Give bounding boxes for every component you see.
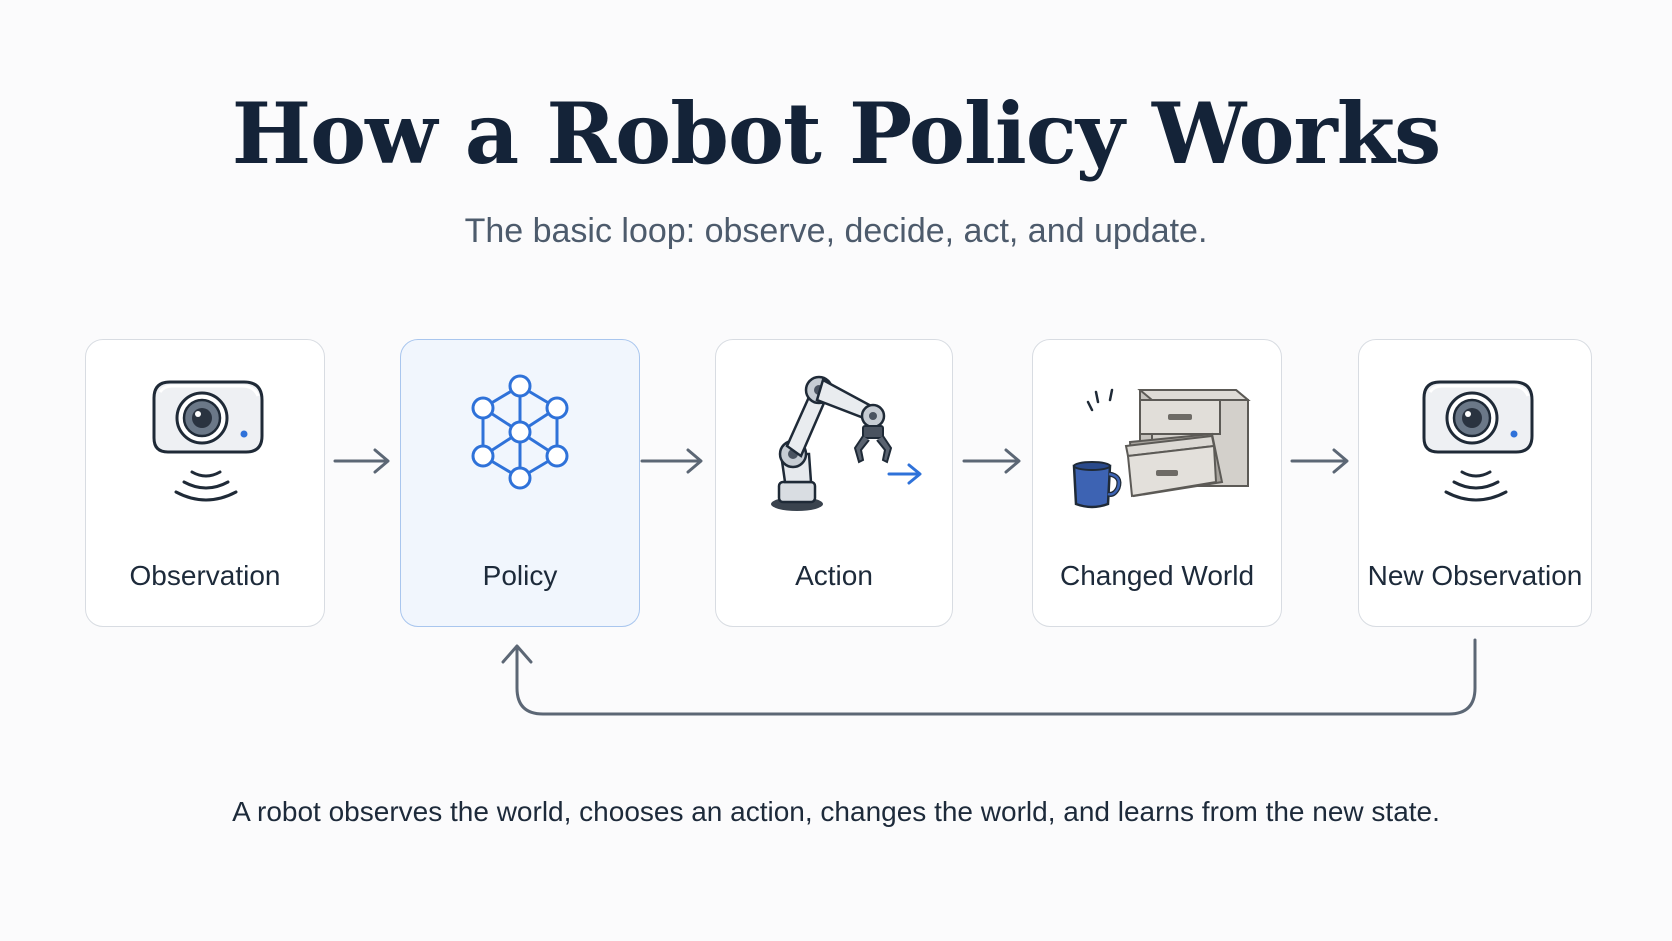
step-label-new-observation: New Observation [1367,560,1583,591]
drawer-and-mug-icon [1072,388,1251,509]
arrow-right-icon [962,448,1021,474]
step-changed-world-card: Changed World [1032,339,1282,627]
camera-icon [1422,380,1534,502]
arrow-right-icon [333,448,390,474]
diagram-title: How a Robot Policy Works [231,84,1441,183]
arrow-right-icon [640,448,703,474]
step-label-action: Action [795,560,873,591]
diagram-caption: A robot observes the world, chooses an a… [232,796,1440,827]
neural-network-icon [471,374,569,490]
step-policy-card: Policy [400,339,640,627]
step-label-policy: Policy [482,560,558,591]
diagram-subtitle: The basic loop: observe, decide, act, an… [464,212,1208,250]
step-new-observation-card: New Observation [1358,339,1592,627]
arrow-right-icon [1290,448,1349,474]
step-label-observation: Observation [129,560,281,591]
robot-arm-icon [771,375,922,511]
camera-icon [152,380,264,502]
step-label-changed-world: Changed World [1059,560,1255,591]
step-action-card: Action [715,339,953,627]
step-observation-card: Observation [85,339,325,627]
